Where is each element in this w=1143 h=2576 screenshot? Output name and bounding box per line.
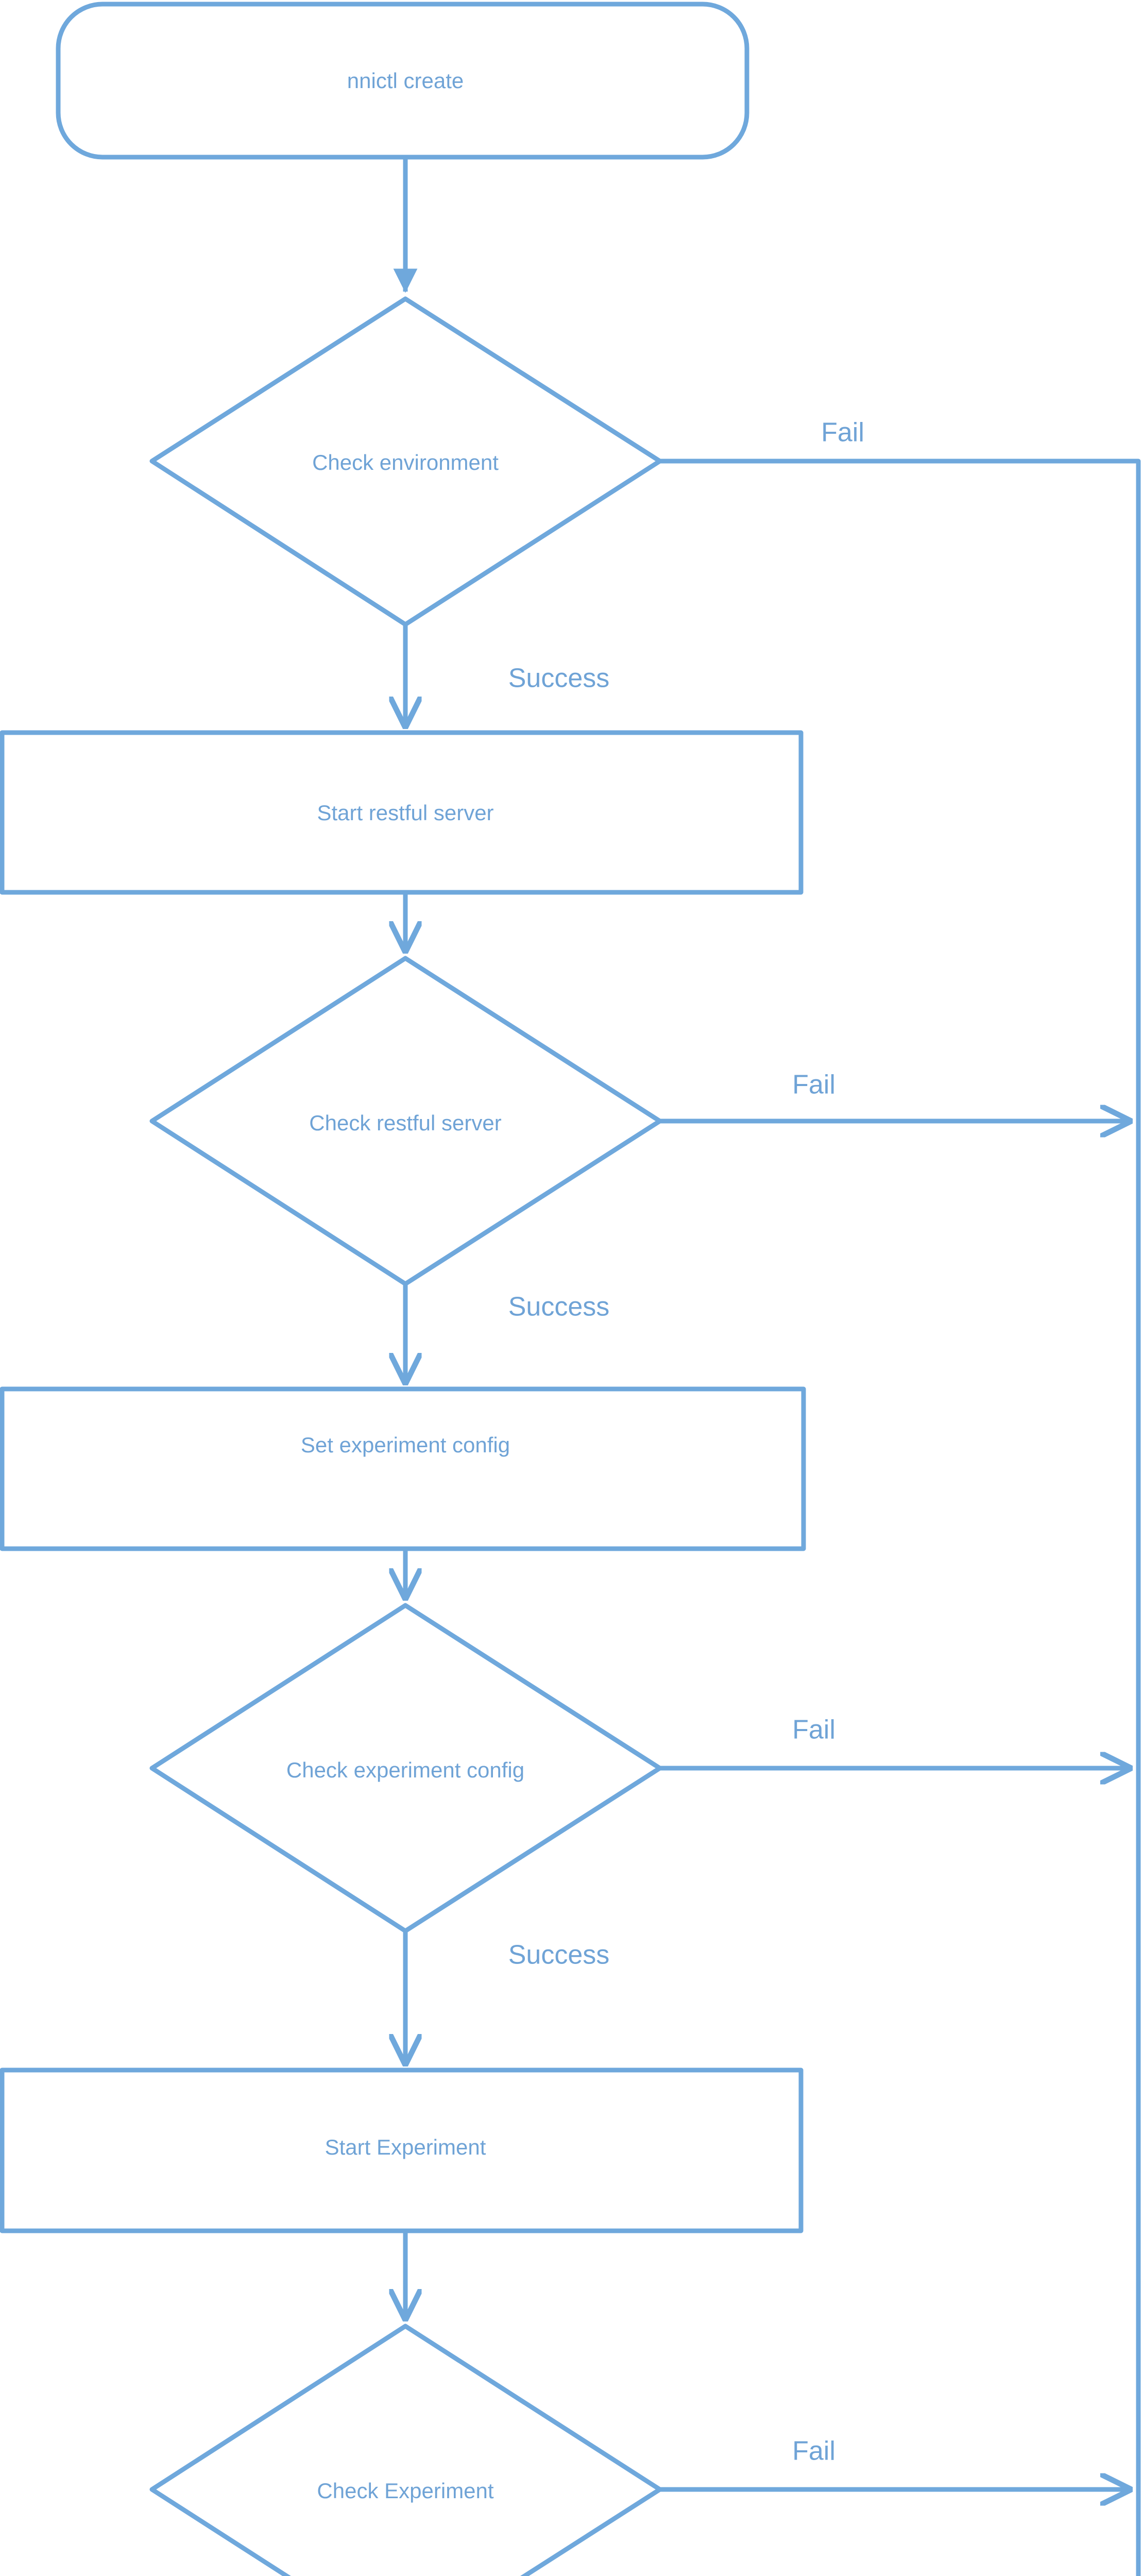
node-start-experiment-shape[interactable] (0, 2067, 804, 2233)
node-check-experiment-shape[interactable] (149, 2324, 662, 2576)
node-check-restful-server-shape[interactable] (149, 956, 662, 1286)
node-start-shape[interactable] (56, 2, 749, 160)
node-check-experiment-config-shape[interactable] (149, 1603, 662, 1934)
node-set-experiment-config-shape[interactable] (0, 1386, 806, 1551)
edge-check-env-fail (660, 459, 1141, 2576)
node-check-environment-shape[interactable] (149, 296, 662, 627)
node-start-restful-server-shape[interactable] (0, 730, 804, 895)
